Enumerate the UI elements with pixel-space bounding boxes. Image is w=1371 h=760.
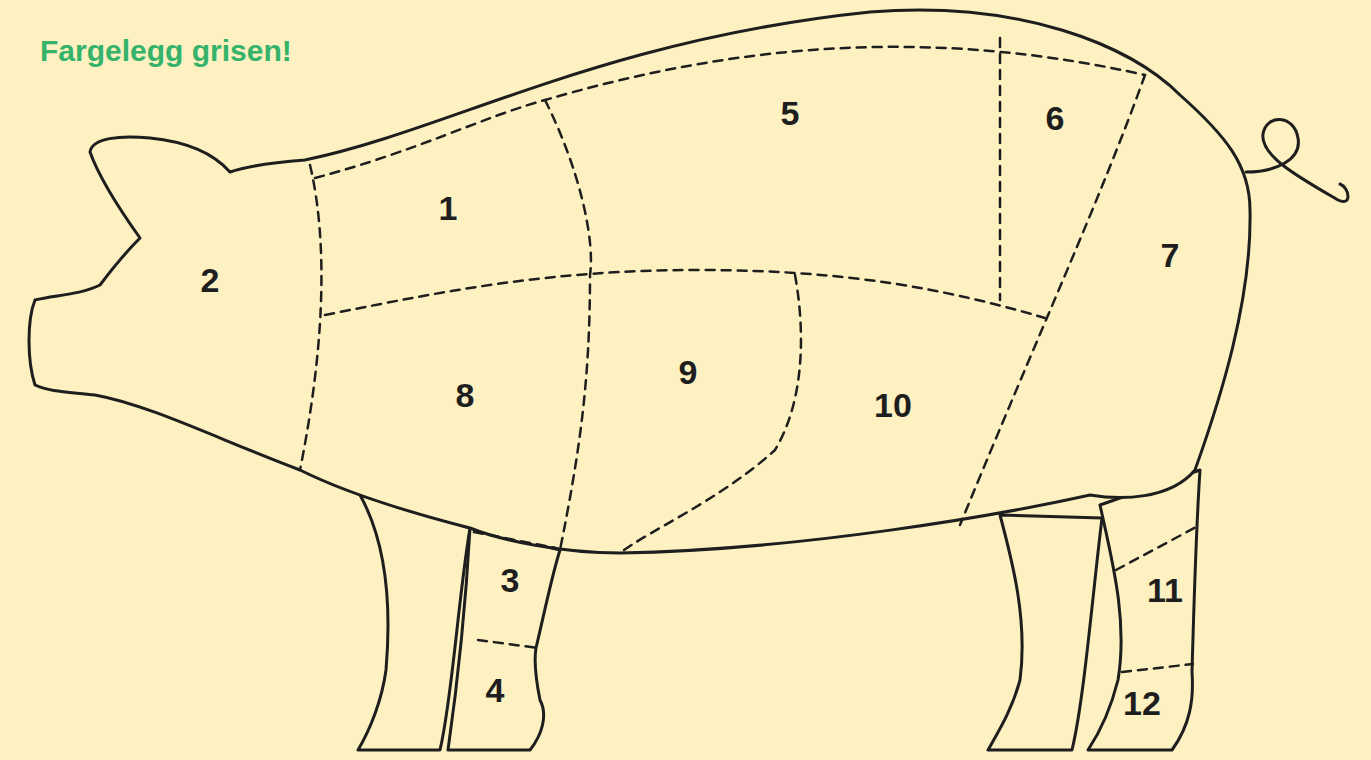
pig-leg — [988, 515, 1102, 750]
callout-number: 8 — [456, 378, 475, 412]
callout-number: 12 — [1123, 686, 1161, 720]
pig-body — [29, 10, 1250, 553]
callout-number: 6 — [1046, 101, 1065, 135]
title: Fargelegg grisen! — [40, 34, 292, 68]
callout-number: 4 — [486, 673, 505, 707]
cut-line — [325, 270, 1045, 318]
callout-number: 5 — [781, 96, 800, 130]
pig-leg — [1088, 470, 1200, 750]
callout-number: 10 — [874, 388, 912, 422]
callout-number: 7 — [1161, 238, 1180, 272]
cut-line — [545, 100, 591, 550]
callout-number: 1 — [439, 191, 458, 225]
cut-line — [620, 275, 801, 553]
cut-line — [999, 38, 1002, 300]
cut-line — [315, 47, 1145, 178]
pig-tail — [1246, 119, 1348, 201]
cut-line — [1122, 664, 1193, 672]
callout-number: 9 — [679, 355, 698, 389]
cut-line — [300, 165, 321, 470]
cut-line — [478, 640, 538, 648]
cut-line — [960, 75, 1145, 525]
callout-number: 2 — [201, 263, 220, 297]
cut-line — [1116, 526, 1198, 570]
callout-number: 3 — [501, 563, 520, 597]
pig-leg — [448, 528, 560, 750]
callout-number: 11 — [1147, 573, 1183, 607]
cut-line — [474, 532, 556, 548]
